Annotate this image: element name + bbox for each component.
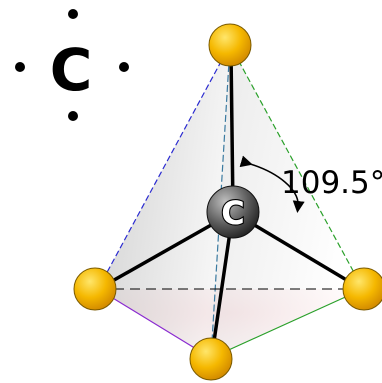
center-carbon-symbol: C	[221, 194, 244, 232]
edge-left-front	[97, 288, 212, 359]
atom-front	[189, 337, 233, 381]
bond-angle-arrow	[239, 155, 305, 213]
edge-top-left	[97, 44, 231, 290]
atom-left	[73, 267, 117, 311]
lewis-carbon-symbol: C	[50, 36, 93, 104]
lewis-dot-right	[119, 62, 129, 72]
tetrahedron-left-face	[98, 45, 230, 358]
tetrahedron: C	[73, 23, 382, 381]
bond-right	[245, 218, 361, 290]
lewis-dot-bottom	[68, 111, 78, 121]
lewis-dot-top	[68, 9, 78, 19]
bond-left	[99, 218, 221, 290]
bond-top	[229, 51, 235, 211]
bond-front	[210, 224, 233, 356]
edge-right-front	[210, 288, 364, 359]
atom-top	[208, 23, 252, 67]
lewis-dot-left	[15, 62, 25, 72]
bond-angle-indicator: 109.5°	[239, 155, 382, 213]
atom-right	[342, 267, 382, 311]
lewis-dot-structure: C	[15, 9, 129, 121]
bond-angle-label: 109.5°	[281, 165, 382, 201]
